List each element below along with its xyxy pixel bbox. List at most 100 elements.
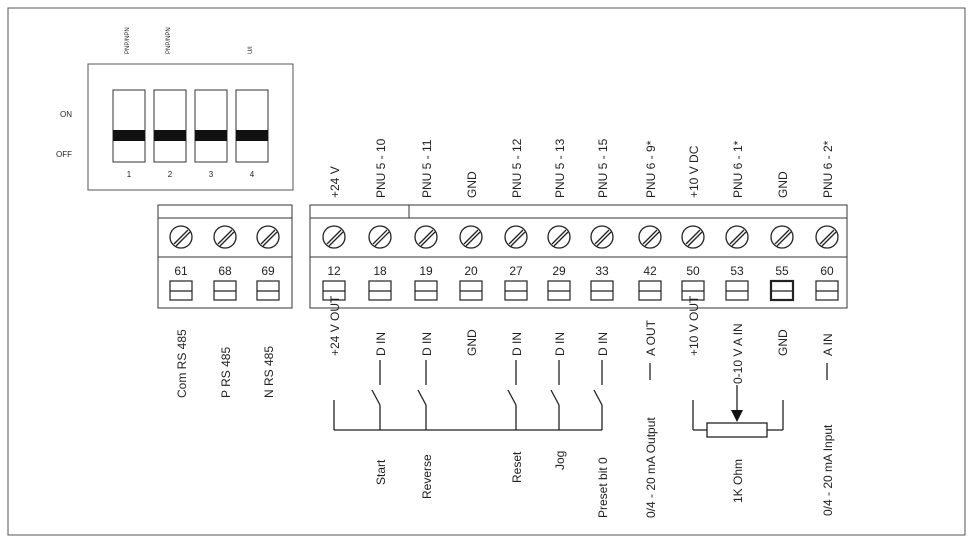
terminal-number: 20	[464, 264, 478, 278]
screw-slot-line	[374, 231, 390, 247]
dip-switch-2	[153, 89, 187, 163]
dip-switch-top-label: U/I	[248, 46, 254, 54]
terminal-top-label: +10 V DC	[687, 145, 701, 198]
screw-slot-line	[219, 231, 235, 247]
label-pot: 1K Ohm	[731, 459, 745, 503]
terminal-top-label: PNU 5 - 12	[510, 138, 524, 198]
terminal-number: 69	[261, 264, 275, 278]
terminal-number: 27	[509, 264, 523, 278]
dip-switch-4-slider	[236, 130, 268, 141]
terminal-number: 29	[552, 264, 566, 278]
switch-reset-blade	[507, 389, 517, 406]
terminal-bottom-label: 0-10 V A IN	[731, 323, 745, 384]
main-terminals: +24 V 12 +24 V OUT PNU 5 - 10 18 D IN PNU 5 - …	[322, 138, 839, 384]
screw-slot-line	[328, 231, 344, 247]
screw-slot-line	[776, 231, 792, 247]
screw-slot-line	[217, 229, 233, 245]
potentiometer-wiper-arrow	[731, 410, 743, 422]
terminal-top-label: PNU 5 - 15	[596, 138, 610, 198]
terminal-top-label: PNU 6 - 9*	[644, 140, 658, 198]
terminal-bottom-label: D IN	[596, 332, 610, 356]
switch-preset-blade	[593, 389, 603, 406]
potentiometer-body	[706, 422, 768, 438]
screw-slot-line	[551, 229, 567, 245]
screw-slot-line	[175, 231, 191, 247]
terminal-bottom-label: D IN	[510, 332, 524, 356]
terminal-number: 50	[686, 264, 700, 278]
dip-switch-number: 4	[250, 170, 255, 179]
screw-slot-line	[821, 231, 837, 247]
main-terminal-block: +24 V 12 +24 V OUT PNU 5 - 10 18 D IN PNU 5 - …	[309, 138, 848, 384]
dip-off-label: OFF	[56, 150, 72, 159]
terminal-top-label: PNU 5 - 10	[374, 138, 388, 198]
screw-slot-line	[687, 231, 703, 247]
terminal-bottom-label: P RS 485	[219, 347, 233, 398]
terminal-number: 53	[730, 264, 744, 278]
screw-slot-line	[819, 229, 835, 245]
terminal-bottom-label: D IN	[420, 332, 434, 356]
terminal-top-label: +24 V	[328, 166, 342, 198]
screw-slot-line	[553, 231, 569, 247]
screw-slot-line	[642, 229, 658, 245]
label-reset: Reset	[510, 451, 524, 483]
terminal-bottom-label: D IN	[374, 332, 388, 356]
terminal-number: 55	[775, 264, 789, 278]
terminal-top-label: PNU 6 - 1*	[731, 140, 745, 198]
dip-switch-top-label: PNP/NPN	[166, 27, 172, 54]
terminal-number: 60	[820, 264, 834, 278]
terminal-number: 19	[419, 264, 433, 278]
dip-switch-4	[235, 89, 269, 163]
terminal-top-label: GND	[776, 171, 790, 198]
terminal-top-label: GND	[465, 171, 479, 198]
dip-switch-panel: ON OFF 1 PNP/NPN 2 PNP/NPN 3 4 U/I	[56, 27, 294, 191]
terminal-top-label: PNU 5 - 13	[553, 138, 567, 198]
screw-slot-line	[260, 229, 276, 245]
screw-slot-line	[596, 231, 612, 247]
dip-on-label: ON	[60, 110, 72, 119]
dip-switch-top-label: PNP/NPN	[125, 27, 131, 54]
screw-slot-line	[418, 229, 434, 245]
label-jog: Jog	[553, 451, 567, 470]
dip-switch-2-slider	[154, 130, 186, 141]
label-input: 0/4 - 20 mA Input	[821, 424, 835, 516]
label-preset: Preset bit 0	[596, 457, 610, 518]
screw-slot-line	[372, 229, 388, 245]
terminal-bottom-label: D IN	[553, 332, 567, 356]
terminal-bottom-label: +24 V OUT	[328, 295, 342, 356]
switch-wiring	[333, 360, 828, 438]
label-reverse: Reverse	[420, 454, 434, 499]
terminal-top-label: PNU 5 - 11	[420, 139, 434, 198]
terminal-number: 68	[218, 264, 232, 278]
label-start: Start	[374, 459, 388, 485]
screw-slot-line	[463, 229, 479, 245]
terminal-bottom-label: GND	[465, 329, 479, 356]
dip-switches: 1 PNP/NPN 2 PNP/NPN 3 4 U/I	[112, 27, 269, 179]
dip-switch-number: 1	[127, 170, 132, 179]
terminal-bottom-label: +10 V OUT	[687, 295, 701, 356]
terminal-bottom-label: N RS 485	[262, 346, 276, 398]
terminal-number: 12	[327, 264, 341, 278]
terminal-number: 18	[373, 264, 387, 278]
terminal-bottom-label: A OUT	[644, 319, 658, 356]
screw-slot-line	[594, 229, 610, 245]
terminal-bottom-label: Com RS 485	[175, 329, 189, 398]
switch-jog-blade	[550, 389, 560, 406]
screw-slot-line	[685, 229, 701, 245]
dip-switch-3	[194, 89, 228, 163]
screw-slot-line	[326, 229, 342, 245]
screw-slot-line	[510, 231, 526, 247]
dip-switch-number: 2	[168, 170, 173, 179]
terminal-bottom-label: A IN	[821, 333, 835, 356]
wiring-labels: Start Reverse Reset Jog Preset bit 0 0/4…	[374, 417, 835, 518]
dip-switch-3-slider	[195, 130, 227, 141]
dip-switch-number: 3	[209, 170, 214, 179]
terminal-bottom-label: GND	[776, 329, 790, 356]
screw-slot-line	[173, 229, 189, 245]
label-output: 0/4 - 20 mA Output	[644, 417, 658, 518]
screw-slot-line	[508, 229, 524, 245]
terminal-top-label: PNU 6 - 2*	[821, 140, 835, 198]
terminal-number: 61	[174, 264, 188, 278]
